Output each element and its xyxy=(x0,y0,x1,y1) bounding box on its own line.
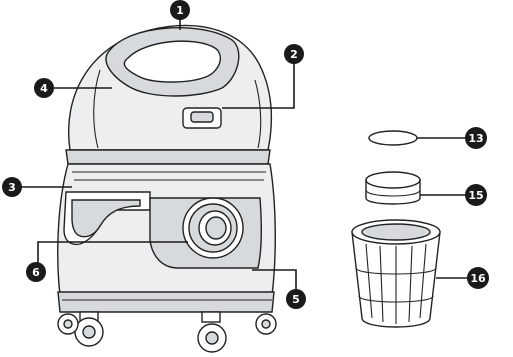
caster-wheel-front-center xyxy=(198,312,226,352)
callout-6: 6 xyxy=(26,262,46,282)
svg-text:15: 15 xyxy=(468,189,483,202)
svg-text:3: 3 xyxy=(8,181,16,194)
callout-1: 1 xyxy=(170,0,190,20)
disc-filter-part xyxy=(369,131,417,145)
svg-text:13: 13 xyxy=(468,132,483,145)
caster-wheel-front-left xyxy=(75,312,103,346)
hose-inlet[interactable] xyxy=(183,198,243,258)
svg-text:1: 1 xyxy=(176,4,184,17)
caster-wheel-right xyxy=(256,314,276,334)
svg-text:6: 6 xyxy=(32,266,40,279)
cage-filter-part xyxy=(352,220,440,327)
callout-5: 5 xyxy=(286,289,306,309)
cylinder-filter-part xyxy=(366,172,420,204)
svg-text:2: 2 xyxy=(290,48,298,61)
callout-16: 16 xyxy=(467,267,489,289)
callout-4: 4 xyxy=(34,78,54,98)
svg-text:16: 16 xyxy=(470,272,486,285)
caster-wheel-left xyxy=(58,314,78,334)
callout-3: 3 xyxy=(2,177,22,197)
vacuum-head xyxy=(66,26,271,164)
svg-text:5: 5 xyxy=(292,293,300,306)
callout-15: 15 xyxy=(465,184,487,206)
callout-2: 2 xyxy=(284,44,304,64)
svg-text:4: 4 xyxy=(40,82,48,95)
vacuum-tank xyxy=(58,164,276,352)
callout-13: 13 xyxy=(465,127,487,149)
